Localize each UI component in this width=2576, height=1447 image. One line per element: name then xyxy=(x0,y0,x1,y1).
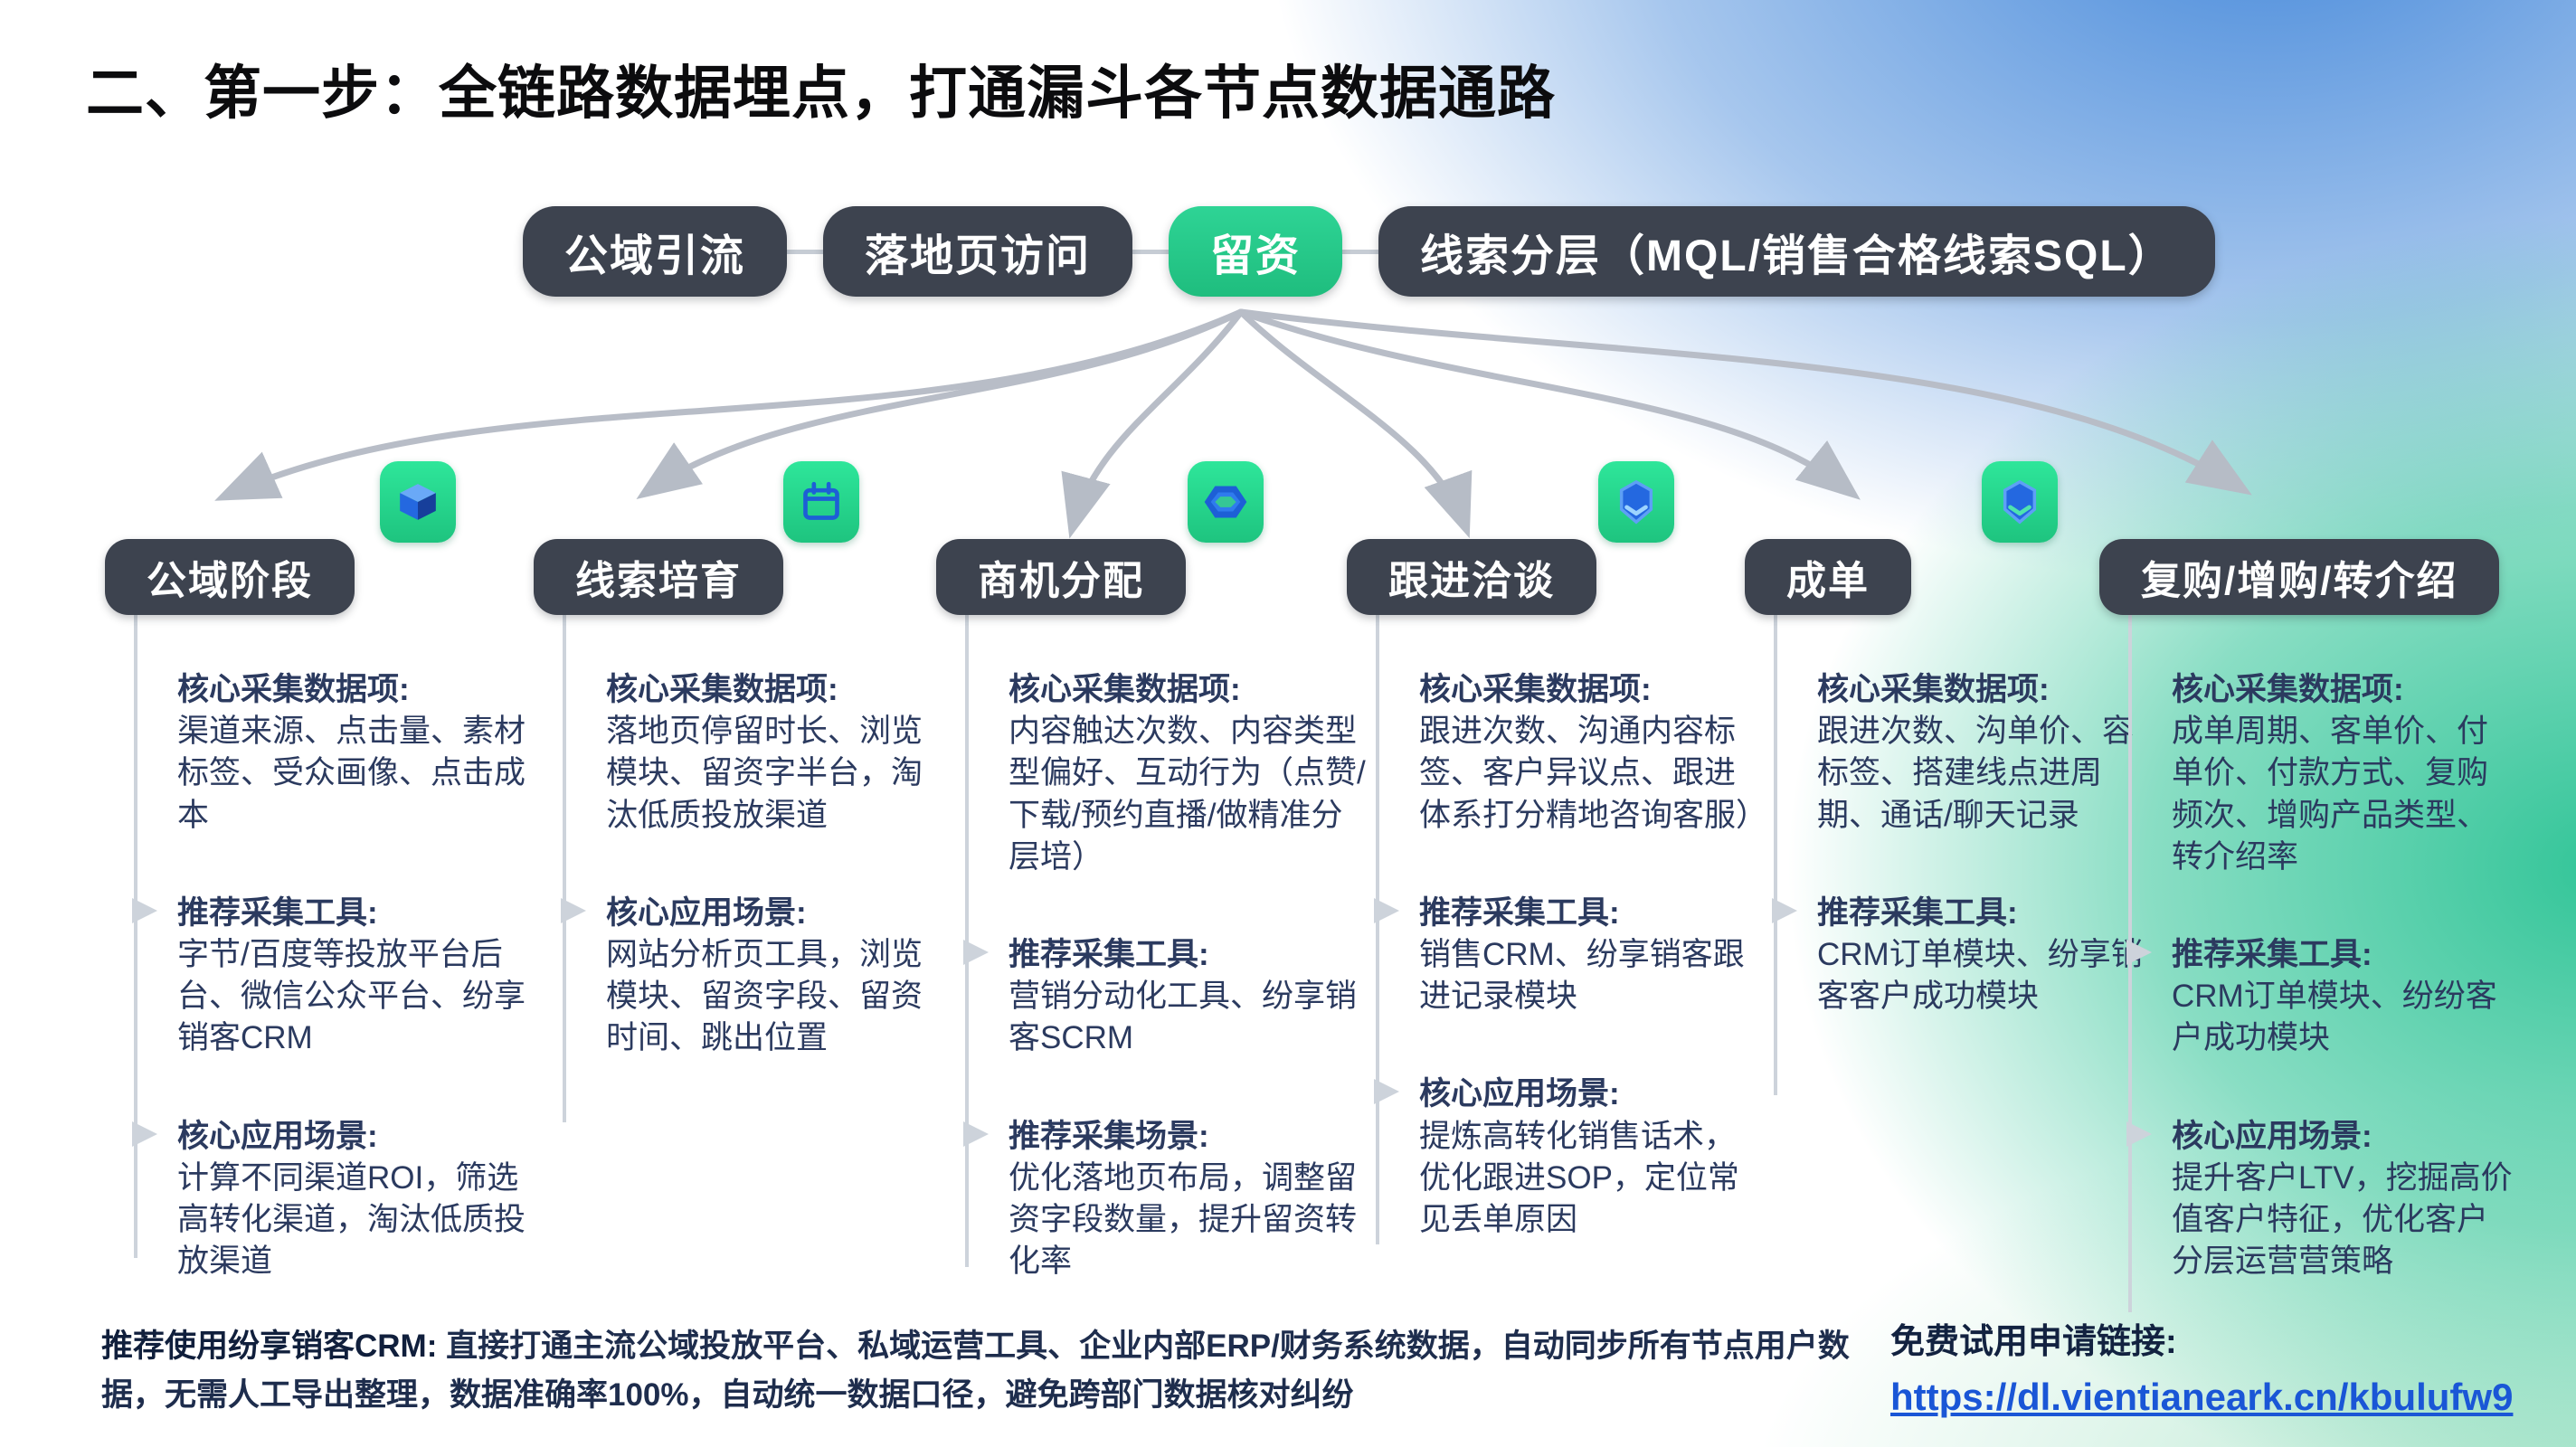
data-items-section: 核心采集数据项: 跟进次数、沟单价、容标签、搭建线点进周期、通话/聊天记录 xyxy=(1817,669,2152,837)
data-items-section: 核心采集数据项: 成单周期、客单价、付单价、付款方式、复购频次、增购产品类型、转… xyxy=(2172,669,2515,878)
scenario-section: 核心应用场景: 计算不同渠道ROI，筛选高转化渠道，淘汰低质投放渠道 xyxy=(132,1116,530,1283)
column-header: 线索培育 xyxy=(534,539,783,615)
page-title: 二、第一步：全链路数据埋点，打通漏斗各节点数据通路 xyxy=(86,61,1556,126)
section-body: 优化落地页布局，调整留资字段数量，提升留资转化率 xyxy=(1009,1159,1358,1280)
hexagon-shield-icon xyxy=(1598,461,1674,543)
section-body: 渠道来源、点击量、素材标签、受众画像、点击成本 xyxy=(177,714,526,833)
hexagon-shield-icon xyxy=(1982,461,2058,543)
column-connector-line xyxy=(563,611,566,1122)
column-header: 公域阶段 xyxy=(105,539,355,615)
arrow-to-column-2 xyxy=(636,308,1245,499)
section-body: 计算不同渠道ROI，筛选高转化渠道，淘汰低质投放渠道 xyxy=(177,1159,526,1280)
section-heading: 推荐采集工具: xyxy=(1817,894,2018,931)
section-heading: 推荐采集工具: xyxy=(2172,936,2372,972)
section-heading: 核心采集数据项: xyxy=(1419,672,1652,707)
section-body: 网站分析页工具，浏览模块、留资字段、留资时间、跳出位置 xyxy=(606,936,923,1056)
column-follow-up-negotiation: 跟进洽谈 核心采集数据项: 跟进次数、沟通内容标签、客户异议点、跟进体系打分精地… xyxy=(1347,461,1768,1297)
section-heading: 核心采集数据项: xyxy=(2172,672,2404,707)
section-body: 跟进次数、沟通内容标签、客户异议点、跟进体系打分精地咨询客服） xyxy=(1419,714,1768,833)
section-body: 销售CRM、纷享销客跟进记录模块 xyxy=(1419,936,1745,1015)
funnel-stage-row: 公域引流 落地页访问 留资 线索分层（MQL/销售合格线索SQL） xyxy=(523,206,2215,297)
free-trial-label: 免费试用申请链接: xyxy=(1890,1323,2177,1361)
section-body: 营销分动化工具、纷享销客SCRM xyxy=(1009,979,1358,1056)
arrow-to-column-1 xyxy=(214,308,1245,501)
section-heading: 推荐采集场景: xyxy=(1009,1118,1209,1154)
scenario-section: 核心应用场景: 提升客户LTV，挖掘高价值客户特征，优化客户分层运营营策略 xyxy=(2126,1116,2515,1283)
funnel-stage-landing-page: 落地页访问 xyxy=(823,206,1133,297)
arrow-to-column-5 xyxy=(1237,308,1861,500)
section-body: 落地页停留时长、浏览模块、留资字半台，淘汰低质投放渠道 xyxy=(606,714,923,833)
gem-icon xyxy=(1188,461,1264,543)
crm-note-body: 直接打通主流公域投放平台、私域运营工具、企业内部ERP/财务系统数据，自动同步所… xyxy=(101,1329,1850,1414)
column-opportunity-assignment: 商机分配 核心采集数据项: 内容触达次数、内容类型型偏好、互动行为（点赞/下载/… xyxy=(936,461,1370,1338)
section-body: 内容触达次数、内容类型型偏好、互动行为（点赞/下载/预约直播/做精准分层培） xyxy=(1009,714,1366,875)
tools-section: 推荐采集工具: 字节/百度等投放平台后台、微信公众平台、纷享销客CRM xyxy=(132,893,530,1060)
column-lead-nurturing: 线索培育 核心采集数据项: 落地页停留时长、浏览模块、留资字半台，淘汰低质投放渠… xyxy=(534,461,932,1122)
scenario-section: 核心应用场景: 提炼高转化销售话术，优化跟进SOP，定位常见丢单原因 xyxy=(1374,1073,1763,1241)
column-header: 复购/增购/转介绍 xyxy=(2099,539,2500,615)
crm-note-lead: 推荐使用纷享销客CRM: xyxy=(101,1329,438,1364)
column-public-domain-stage: 公域阶段 核心采集数据项: 渠道来源、点击量、素材标签、受众画像、点击成本 推荐… xyxy=(105,461,530,1338)
section-body: 提升客户LTV，挖掘高价值客户特征，优化客户分层运营营策略 xyxy=(2172,1159,2513,1280)
tools-section: 推荐采集工具: 营销分动化工具、纷享销客SCRM xyxy=(963,934,1370,1060)
arrow-to-column-6 xyxy=(1237,308,2252,496)
column-connector-line xyxy=(1376,611,1379,1244)
scenario-section: 核心应用场景: 网站分析页工具，浏览模块、留资字段、留资时间、跳出位置 xyxy=(561,893,932,1060)
column-deal-closed: 成单 核心采集数据项: 跟进次数、沟单价、容标签、搭建线点进周期、通话/聊天记录… xyxy=(1745,461,2152,1095)
section-heading: 核心应用场景: xyxy=(606,894,807,931)
funnel-stage-public-traffic: 公域引流 xyxy=(523,206,788,297)
section-heading: 核心应用场景: xyxy=(177,1118,378,1154)
scenario-section: 推荐采集场景: 优化落地页布局，调整留资字段数量，提升留资转化率 xyxy=(963,1116,1370,1283)
section-heading: 核心采集数据项: xyxy=(1817,672,2050,707)
section-heading: 核心应用场景: xyxy=(1419,1076,1620,1112)
arrow-to-column-4 xyxy=(1237,308,1473,539)
section-heading: 核心采集数据项: xyxy=(177,672,410,707)
section-body: CRM订单模块、纷纷客户成功模块 xyxy=(2172,979,2497,1056)
column-repurchase-referral: 复购/增购/转介绍 核心采集数据项: 成单周期、客单价、付单价、付款方式、复购频… xyxy=(2099,539,2515,1338)
column-connector-line xyxy=(134,611,137,1258)
column-header: 成单 xyxy=(1745,539,1911,615)
column-connector-line xyxy=(965,611,969,1267)
funnel-stage-lead-scoring: 线索分层（MQL/销售合格线索SQL） xyxy=(1378,206,2215,297)
section-body: CRM订单模块、纷享销客客户成功模块 xyxy=(1817,936,2143,1015)
section-body: 跟进次数、沟单价、容标签、搭建线点进周期、通话/聊天记录 xyxy=(1817,714,2135,833)
section-body: 字节/百度等投放平台后台、微信公众平台、纷享销客CRM xyxy=(177,936,526,1056)
tools-section: 推荐采集工具: CRM订单模块、纷享销客客户成功模块 xyxy=(1772,893,2152,1018)
tools-section: 推荐采集工具: 销售CRM、纷享销客跟进记录模块 xyxy=(1374,893,1763,1018)
column-header: 商机分配 xyxy=(936,539,1186,615)
section-body: 提炼高转化销售话术，优化跟进SOP，定位常见丢单原因 xyxy=(1419,1118,1739,1237)
section-heading: 核心采集数据项: xyxy=(1009,672,1241,707)
tools-section: 推荐采集工具: CRM订单模块、纷纷客户成功模块 xyxy=(2126,934,2515,1060)
free-trial-block: 免费试用申请链接: https://dl.vientianeark.cn/kbu… xyxy=(1890,1313,2513,1419)
column-connector-line xyxy=(1774,611,1777,1095)
data-items-section: 核心采集数据项: 跟进次数、沟通内容标签、客户异议点、跟进体系打分精地咨询客服） xyxy=(1419,669,1768,837)
section-heading: 推荐采集工具: xyxy=(177,894,378,931)
section-body: 成单周期、客单价、付单价、付款方式、复购频次、增购产品类型、转介绍率 xyxy=(2172,714,2489,875)
section-heading: 核心采集数据项: xyxy=(606,672,838,707)
section-heading: 推荐采集工具: xyxy=(1009,936,1209,972)
free-trial-link[interactable]: https://dl.vientianeark.cn/kbulufw9 xyxy=(1890,1376,2514,1418)
calendar-icon xyxy=(783,461,859,543)
data-items-section: 核心采集数据项: 内容触达次数、内容类型型偏好、互动行为（点赞/下载/预约直播/… xyxy=(1009,669,1370,878)
section-heading: 核心应用场景: xyxy=(2172,1118,2372,1154)
funnel-stage-lead-capture: 留资 xyxy=(1169,206,1343,297)
data-items-section: 核心采集数据项: 落地页停留时长、浏览模块、留资字半台，淘汰低质投放渠道 xyxy=(606,669,932,837)
data-items-section: 核心采集数据项: 渠道来源、点击量、素材标签、受众画像、点击成本 xyxy=(177,669,530,837)
crm-recommendation-note: 推荐使用纷享销客CRM: 直接打通主流公域投放平台、私域运营工具、企业内部ERP… xyxy=(101,1322,1861,1421)
section-heading: 推荐采集工具: xyxy=(1419,894,1620,931)
cube-icon xyxy=(380,461,456,543)
column-header: 跟进洽谈 xyxy=(1347,539,1596,615)
